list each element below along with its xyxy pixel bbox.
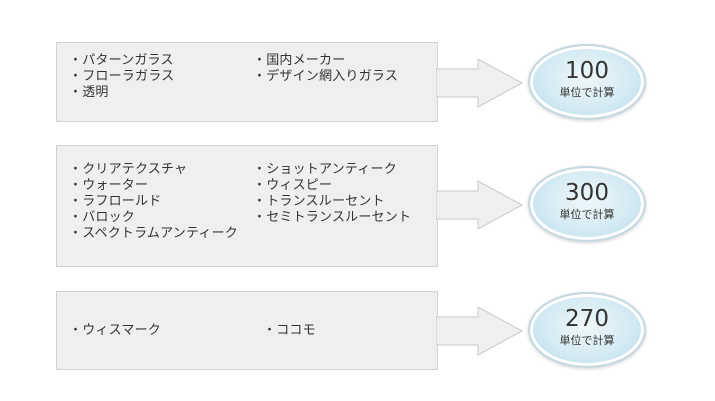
list-item: ・ウィスピー (253, 178, 333, 193)
right-column: ・国内メーカー ・デザイン網入りガラス (253, 53, 398, 85)
arrow-icon (436, 180, 524, 230)
unit-number: 300 (565, 180, 609, 206)
unit-label: 単位で計算 (559, 334, 615, 347)
list-item: ・ウォーター (69, 178, 149, 193)
list-item: ・パターンガラス (69, 53, 174, 68)
unit-label: 単位で計算 (559, 86, 615, 99)
list-item: ・セミトランスルーセント (253, 210, 412, 225)
unit-label: 単位で計算 (559, 208, 615, 221)
unit-number: 270 (565, 306, 609, 332)
right-column: ・ショットアンティーク ・ウィスピー ・トランスルーセント ・セミトランスルーセ… (253, 162, 411, 226)
left-column: ・パターンガラス ・フローラガラス ・透明 (69, 53, 174, 101)
right-column: ・ココモ (263, 323, 316, 339)
left-column: ・ウィスマーク (69, 323, 161, 339)
list-item: ・ココモ (263, 323, 316, 338)
arrow-icon (436, 306, 524, 356)
left-column: ・クリアテクスチャ ・ウォーター ・ラフロールド ・バロック ・スペクトラムアン… (69, 162, 238, 242)
glass-list-box: ・パターンガラス ・フローラガラス ・透明 ・国内メーカー ・デザイン網入りガラ… (56, 42, 438, 122)
glass-list-box: ・クリアテクスチャ ・ウォーター ・ラフロールド ・バロック ・スペクトラムアン… (56, 145, 438, 267)
list-item: ・トランスルーセント (253, 194, 385, 209)
arrow-icon (436, 58, 524, 108)
list-item: ・フローラガラス (69, 69, 175, 84)
list-item: ・ウィスマーク (69, 323, 162, 338)
list-item: ・スペクトラムアンティーク (69, 226, 239, 241)
unit-badge: 300 単位で計算 (528, 166, 646, 242)
glass-list-box: ・ウィスマーク ・ココモ (56, 291, 438, 370)
unit-number: 100 (565, 58, 609, 84)
list-item: ・ショットアンティーク (253, 162, 397, 177)
list-item: ・クリアテクスチャ (69, 162, 188, 177)
list-item: ・国内メーカー (253, 53, 346, 68)
unit-badge: 270 単位で計算 (528, 292, 646, 368)
list-item: ・デザイン網入りガラス (253, 69, 398, 84)
unit-badge: 100 単位で計算 (528, 44, 646, 120)
list-item: ・透明 (69, 85, 109, 100)
list-item: ・ラフロールド (69, 194, 162, 209)
list-item: ・バロック (69, 210, 136, 225)
